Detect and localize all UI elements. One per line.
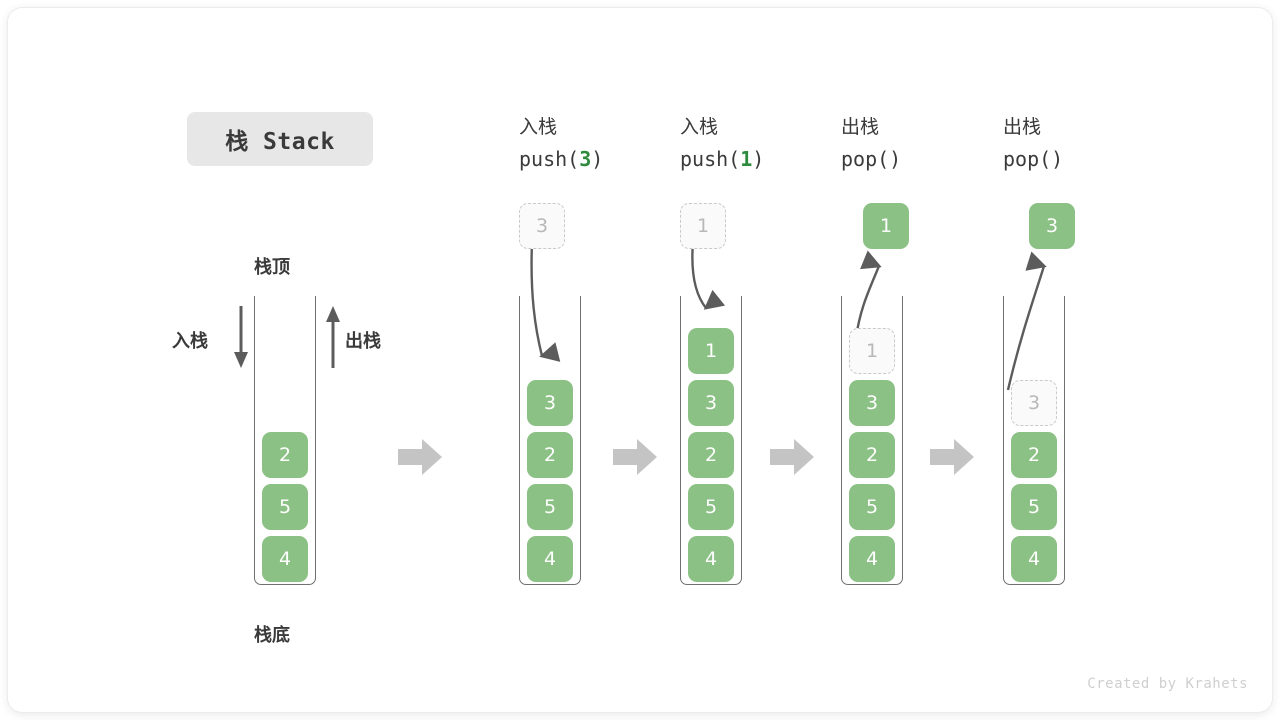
stack-cell: 5 (527, 484, 573, 530)
stack-title-text: 栈 Stack (225, 129, 335, 155)
code-suffix: ) (752, 147, 765, 171)
stack-wall-right (580, 296, 581, 564)
column-header-code: push(3) (519, 144, 603, 174)
stack-cell: 5 (1011, 484, 1057, 530)
stack-top-label: 栈顶 (254, 257, 290, 278)
stack-wall-right (902, 296, 903, 564)
stack-title-badge: 栈 Stack (187, 112, 373, 166)
stack-cell: 4 (849, 536, 895, 582)
stack-cell: 5 (262, 484, 308, 530)
stack-cell: 4 (1011, 536, 1057, 582)
code-suffix: ) (591, 147, 604, 171)
code-argument: 1 (740, 147, 753, 171)
floating-cell-popped: 3 (1029, 203, 1075, 249)
stack-cell-ghost: 1 (849, 328, 895, 374)
stack-wall-left (680, 296, 681, 564)
stack-cell: 4 (262, 536, 308, 582)
floating-cell-ghost: 3 (519, 203, 565, 249)
code-prefix: pop( (841, 147, 890, 171)
step-arrow-icon-3 (770, 439, 814, 475)
code-prefix: push( (680, 147, 741, 171)
code-prefix: pop( (1003, 147, 1052, 171)
stack-cell: 4 (688, 536, 734, 582)
pop-up-arrow-icon (326, 306, 340, 368)
step-arrow-icon-4 (930, 439, 974, 475)
column-header-cn: 出栈 (1003, 116, 1042, 138)
stack-cell: 4 (527, 536, 573, 582)
stack-cell-ghost: 3 (1011, 380, 1057, 426)
stack-cell: 5 (849, 484, 895, 530)
step-arrow-icon-1 (398, 439, 442, 475)
column-header-pop-3: 出栈 pop() (1003, 114, 1063, 174)
stack-wall-left (1003, 296, 1004, 564)
stack-bowl (1003, 544, 1065, 585)
stack-cell: 2 (688, 432, 734, 478)
stack-bowl (254, 544, 316, 585)
stack-cell: 3 (527, 380, 573, 426)
column-header-push-1: 入栈 push(1) (680, 114, 764, 174)
stack-container-pop-1 (841, 296, 903, 585)
stack-bottom-label: 栈底 (254, 625, 290, 646)
stack-cell: 5 (688, 484, 734, 530)
step-arrow-icon-2 (613, 439, 657, 475)
stack-bowl (519, 544, 581, 585)
push-down-arrow-icon (234, 306, 248, 368)
stack-cell: 3 (688, 380, 734, 426)
stack-wall-right (741, 296, 742, 564)
stack-container-pop-3 (1003, 296, 1065, 585)
pop-direction-label: 出栈 (345, 331, 381, 352)
stack-container-push-3 (519, 296, 581, 585)
code-prefix: push( (519, 147, 580, 171)
stack-bowl (680, 544, 742, 585)
stack-wall-left (841, 296, 842, 564)
floating-cell-ghost: 1 (680, 203, 726, 249)
stack-cell: 2 (1011, 432, 1057, 478)
stack-container-push-1 (680, 296, 742, 585)
stack-wall-left (254, 296, 255, 564)
stack-cell: 1 (688, 328, 734, 374)
stack-cell: 2 (849, 432, 895, 478)
column-header-cn: 出栈 (841, 116, 880, 138)
diagram-card: 栈 Stack 栈顶 栈底 入栈 出栈 (8, 8, 1272, 712)
footer-credit: Created by Krahets (1087, 676, 1248, 692)
stack-cell: 3 (849, 380, 895, 426)
column-header-code: pop() (1003, 144, 1063, 174)
stack-container-initial (254, 296, 316, 585)
column-header-pop-1: 出栈 pop() (841, 114, 901, 174)
stack-wall-right (315, 296, 316, 564)
code-suffix: ) (1051, 147, 1064, 171)
stack-cell: 2 (527, 432, 573, 478)
column-header-cn: 入栈 (680, 116, 719, 138)
column-header-code: push(1) (680, 144, 764, 174)
column-header-cn: 入栈 (519, 116, 558, 138)
stack-wall-right (1064, 296, 1065, 564)
stack-cell: 2 (262, 432, 308, 478)
code-suffix: ) (889, 147, 902, 171)
code-argument: 3 (579, 147, 592, 171)
stack-wall-left (519, 296, 520, 564)
push-direction-label: 入栈 (172, 331, 208, 352)
diagram-canvas: 栈 Stack 栈顶 栈底 入栈 出栈 (8, 8, 1272, 712)
floating-cell-popped: 1 (863, 203, 909, 249)
column-header-push-3: 入栈 push(3) (519, 114, 603, 174)
column-header-code: pop() (841, 144, 901, 174)
stack-bowl (841, 544, 903, 585)
